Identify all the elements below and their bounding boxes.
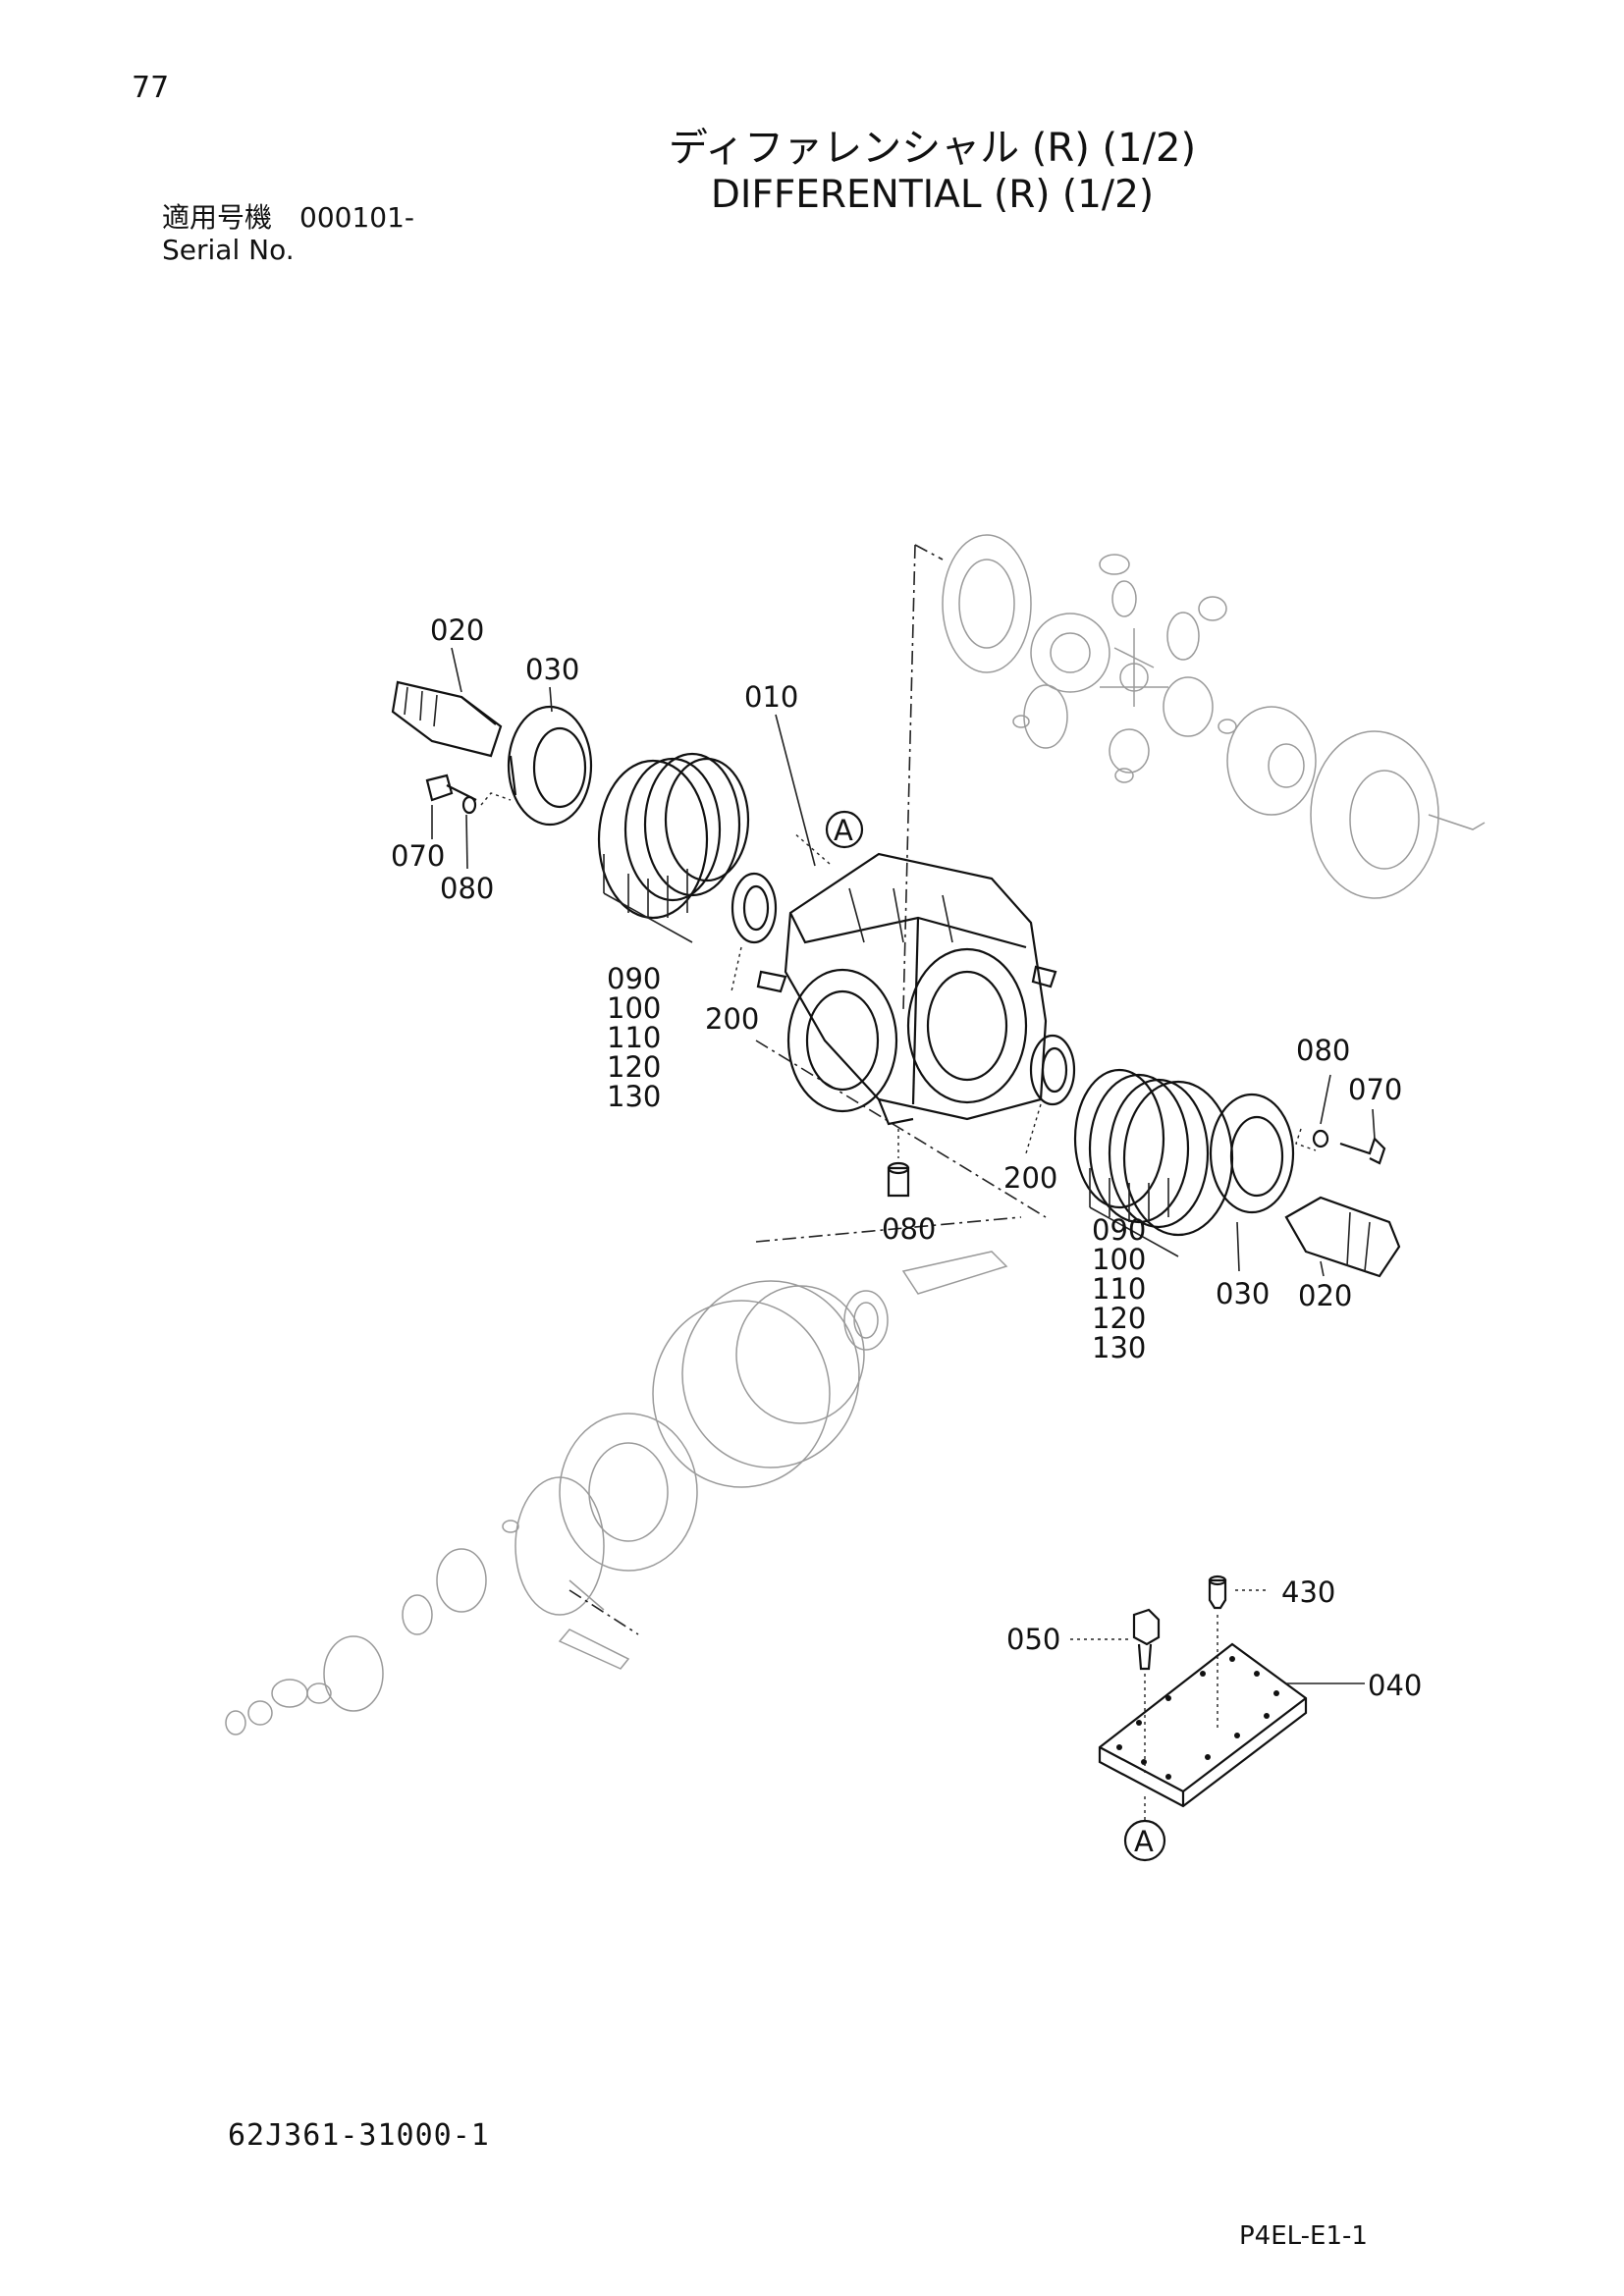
label-080-left: 080 (440, 872, 494, 905)
serial-label-jp-row: 適用号機 000101- (162, 196, 414, 236)
left-shaft-020 (391, 680, 503, 758)
part-code: 62J361-31000-1 (228, 2118, 490, 2153)
right-flange-030 (1209, 1093, 1295, 1214)
left-shim-stack (597, 752, 750, 920)
shim-stack-labels-left: 090 100 110 120 130 (607, 962, 661, 1113)
label-stack-left-1: 100 (607, 991, 661, 1025)
label-stack-right-4: 130 (1092, 1331, 1146, 1364)
plug-050 (1070, 1608, 1161, 1821)
label-070-left: 070 (391, 839, 445, 873)
title-japanese: ディファレンシャル (R) (1/2) (668, 126, 1197, 171)
label-050: 050 (1006, 1623, 1060, 1656)
housing-010 (756, 831, 1057, 1126)
label-080-right: 080 (1296, 1034, 1350, 1067)
left-bolt-070-washer-080 (425, 774, 512, 815)
label-stack-right-3: 120 (1092, 1302, 1146, 1335)
drain-plug-080 (887, 1129, 910, 1198)
serial-label-jp: 適用号機 (162, 201, 273, 234)
right-shaft-020 (1284, 1196, 1401, 1278)
label-stack-right-1: 100 (1092, 1243, 1146, 1276)
serial-label-en: Serial No. (162, 234, 295, 266)
right-bearing-200 (1025, 1034, 1076, 1154)
ref-a-top: A (834, 814, 853, 847)
label-430: 430 (1281, 1575, 1335, 1609)
label-040: 040 (1368, 1669, 1422, 1702)
left-bearing-200 (731, 872, 778, 992)
label-030-left: 030 (525, 653, 579, 686)
right-shim-stack (1073, 1068, 1234, 1237)
label-200-left: 200 (705, 1002, 759, 1036)
label-020-right: 020 (1298, 1279, 1352, 1312)
background-faded-assembly (225, 534, 1486, 1735)
label-010: 010 (744, 680, 798, 714)
right-bolt-070-washer-080 (1295, 1128, 1386, 1165)
page-number: 77 (132, 71, 170, 105)
label-030-right: 030 (1216, 1277, 1270, 1310)
label-200-right: 200 (1003, 1161, 1057, 1195)
label-stack-left-2: 110 (607, 1021, 661, 1054)
label-stack-right-0: 090 (1092, 1213, 1146, 1247)
shim-stack-labels-right: 090 100 110 120 130 (1092, 1213, 1146, 1364)
breather-430 (1208, 1575, 1267, 1728)
cover-plate-040 (1098, 1642, 1308, 1808)
label-stack-right-2: 110 (1092, 1272, 1146, 1306)
ref-a-bottom: A (1134, 1825, 1154, 1858)
left-flange-030 (507, 705, 593, 827)
label-stack-left-3: 120 (607, 1050, 661, 1084)
title-english: DIFFERENTIAL (R) (1/2) (710, 173, 1155, 217)
page-code: P4EL-E1-1 (1239, 2221, 1368, 2251)
serial-value: 000101- (299, 201, 415, 234)
label-070-right: 070 (1348, 1073, 1402, 1106)
ref-a-bottom-marker (1123, 1819, 1166, 1862)
label-stack-left-4: 130 (607, 1080, 661, 1113)
leader-lines (431, 647, 1376, 1277)
label-020-left: 020 (430, 614, 484, 647)
label-080-center: 080 (882, 1212, 936, 1246)
label-stack-left-0: 090 (607, 962, 661, 995)
ref-a-top-marker (825, 810, 864, 849)
